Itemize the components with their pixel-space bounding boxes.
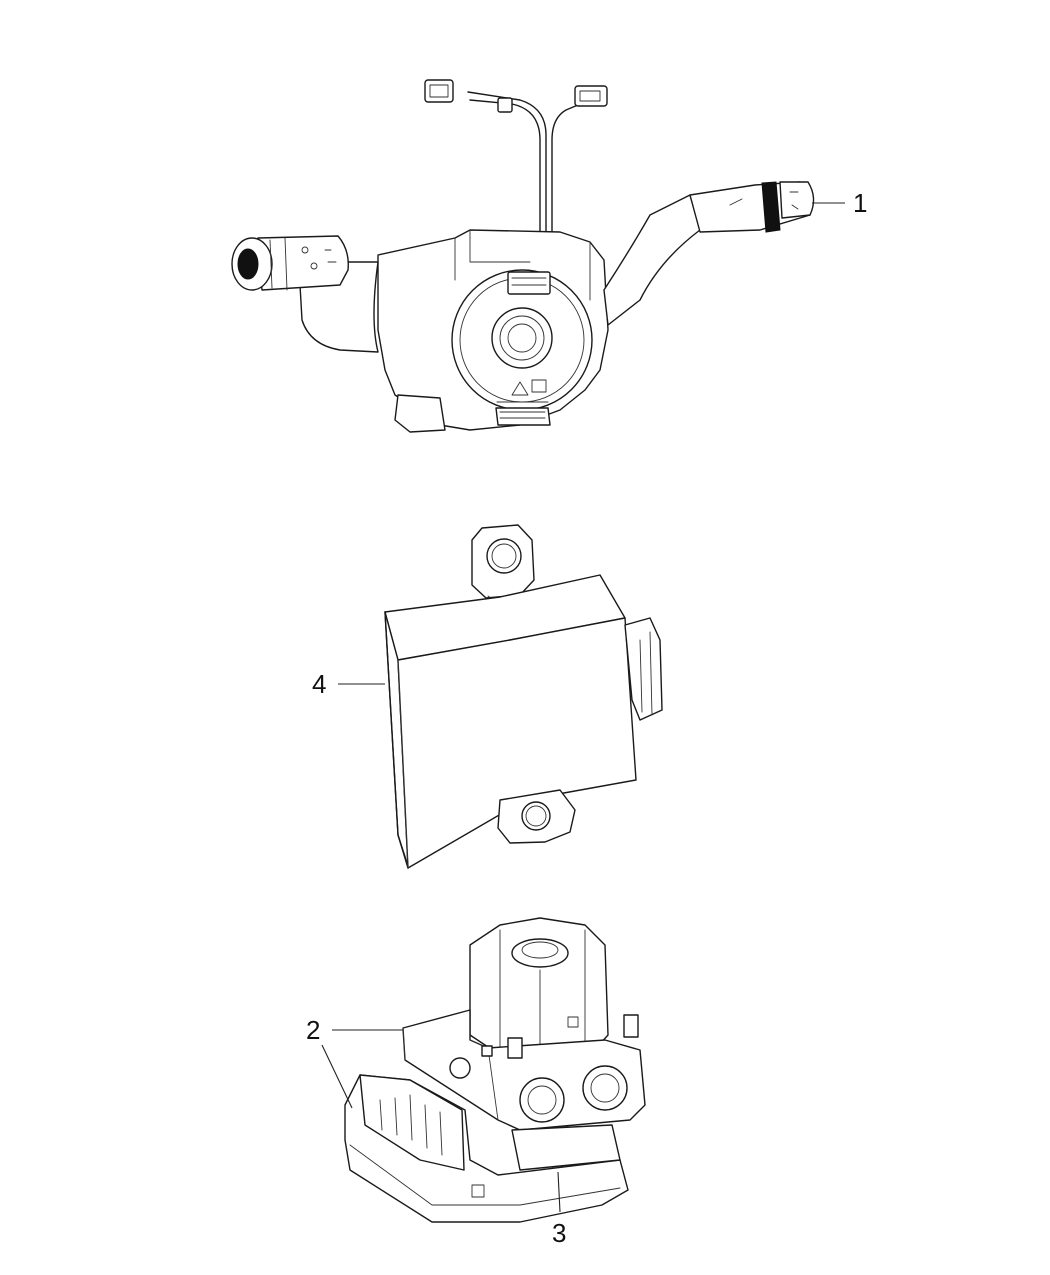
callout-3: 3 (552, 1171, 566, 1248)
callout-1: 1 (812, 188, 867, 218)
callout-label-1: 1 (853, 188, 867, 218)
leader-line-3 (557, 1171, 561, 1213)
callout-2: 2 (306, 1015, 403, 1109)
callout-label-2: 2 (306, 1015, 320, 1045)
part-2-3-abs-unit (344, 917, 646, 1223)
callout-label-3: 3 (552, 1218, 566, 1248)
part-4-control-module (384, 524, 663, 869)
callout-label-4: 4 (312, 669, 326, 699)
leader-line-2b (321, 1044, 353, 1109)
callout-4: 4 (312, 669, 385, 699)
part-1-multifunction-switch (231, 79, 815, 433)
